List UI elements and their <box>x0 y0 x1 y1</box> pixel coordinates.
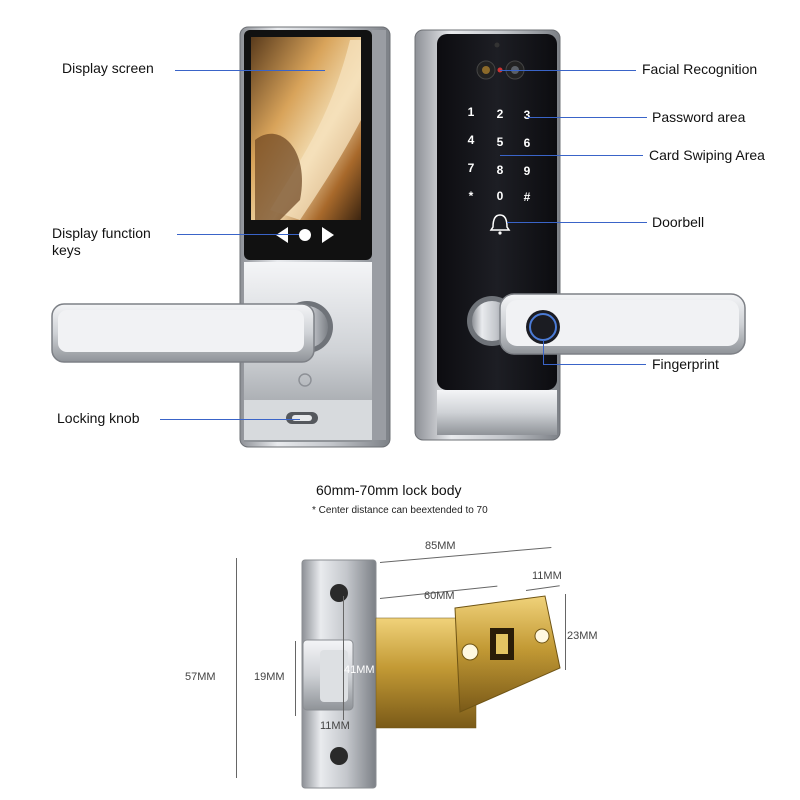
dimension-line-57 <box>236 558 237 778</box>
fingerprint-sensor <box>526 310 560 344</box>
dimension-line-23 <box>565 594 566 670</box>
callout-line <box>175 70 325 71</box>
keypad-key-7[interactable]: 7 <box>467 161 475 175</box>
lock-body-note: * Center distance can beextended to 70 <box>312 505 488 516</box>
doorbell-icon <box>489 214 511 235</box>
dimension-85mm: 85MM <box>425 540 456 552</box>
keypad-key-star[interactable]: * <box>468 189 474 203</box>
dimension-line-41 <box>343 596 344 720</box>
dimension-19mm: 19MM <box>254 671 285 683</box>
callout-locking-knob: Locking knob <box>57 410 140 426</box>
callout-line <box>543 364 646 365</box>
callout-display-function-keys-2: keys <box>52 242 81 258</box>
callout-facial-recognition: Facial Recognition <box>642 61 758 77</box>
callout-fingerprint: Fingerprint <box>652 356 719 372</box>
dimension-11mm-top: 11MM <box>532 570 562 582</box>
keypad-key-9[interactable]: 9 <box>523 164 531 178</box>
callout-card-swiping-area: Card Swiping Area <box>649 147 765 163</box>
callout-line <box>160 419 300 420</box>
callout-display-screen: Display screen <box>62 60 154 76</box>
lock-body-title: 60mm-70mm lock body <box>316 482 462 498</box>
callout-display-function-keys: Display function <box>52 225 151 241</box>
keypad-key-6[interactable]: 6 <box>523 136 531 150</box>
callout-line <box>500 70 636 71</box>
keypad-key-2[interactable]: 2 <box>496 107 504 121</box>
callout-line <box>543 340 544 364</box>
keypad-key-3[interactable]: 3 <box>523 108 531 122</box>
keypad-key-hash[interactable]: # <box>523 190 531 204</box>
callout-line <box>500 155 643 156</box>
rear-lock <box>414 29 746 441</box>
dimension-line-19 <box>295 641 296 716</box>
callout-password-area: Password area <box>652 109 746 125</box>
front-lock <box>51 26 391 448</box>
callout-doorbell: Doorbell <box>652 214 705 230</box>
dimension-41mm: 41MM <box>344 664 375 676</box>
keypad-key-8[interactable]: 8 <box>496 163 504 177</box>
callout-line <box>527 117 647 118</box>
dimension-11mm-bottom: 11MM <box>320 720 350 732</box>
keypad-key-0[interactable]: 0 <box>496 189 504 203</box>
callout-line <box>177 234 299 235</box>
dimension-57mm: 57MM <box>185 671 216 683</box>
display-function-keys <box>276 227 334 243</box>
dimension-60mm: 60MM <box>424 590 455 602</box>
keypad-key-5[interactable]: 5 <box>496 135 504 149</box>
lock-body <box>301 559 561 789</box>
callout-line <box>507 222 647 223</box>
keypad-key-4[interactable]: 4 <box>467 133 475 147</box>
keypad-key-1[interactable]: 1 <box>467 105 475 119</box>
dimension-23mm: 23MM <box>567 630 598 642</box>
